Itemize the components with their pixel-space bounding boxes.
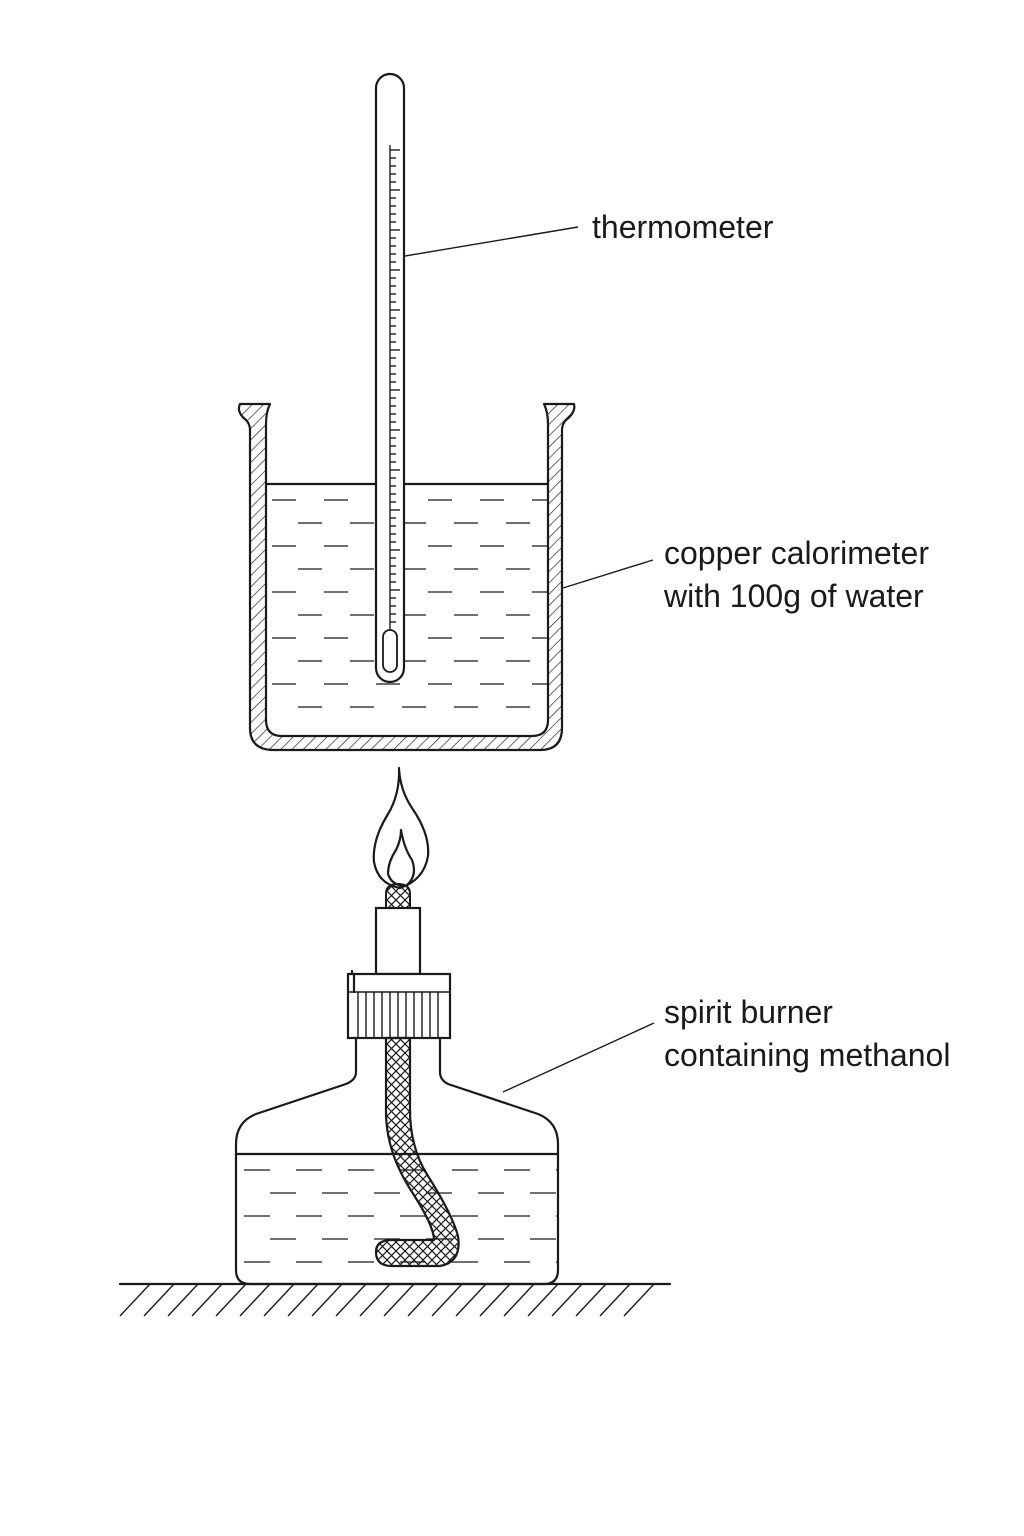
bench-hatch — [143, 1283, 175, 1317]
spirit-burner — [234, 882, 560, 1286]
bench-hatch — [263, 1283, 295, 1317]
bench-hatch — [551, 1283, 583, 1317]
calorimeter-label-line1: copper calorimeter — [664, 535, 929, 571]
bench-hatch — [599, 1283, 631, 1317]
bench-surface — [118, 1282, 672, 1317]
bench-hatch — [503, 1283, 535, 1317]
thermometer-label: thermometer — [592, 209, 774, 245]
burner-leader-line — [502, 1022, 655, 1093]
bench-hatch — [527, 1283, 559, 1317]
flame — [372, 766, 430, 890]
bench-hatch — [215, 1283, 247, 1317]
bench-hatch — [575, 1283, 607, 1317]
bench-hatch — [383, 1283, 415, 1317]
bench-hatch — [167, 1283, 199, 1317]
bench-hatch — [191, 1283, 223, 1317]
wick-top — [385, 882, 411, 909]
bench-hatch — [287, 1283, 319, 1317]
outer-flame — [372, 766, 430, 890]
wick-rope — [374, 1036, 460, 1268]
bench-hatch — [335, 1283, 367, 1317]
copper-calorimeter — [237, 402, 576, 752]
bench-hatch — [119, 1283, 151, 1317]
bench-hatch — [407, 1283, 439, 1317]
thermometer — [374, 72, 406, 684]
thermometer-bulb — [382, 629, 398, 673]
wick-holder — [374, 906, 422, 976]
burner-label-line1: spirit burner — [664, 994, 833, 1030]
bench-hatch — [311, 1283, 343, 1317]
bench-hatch — [359, 1283, 391, 1317]
thermometer-scale — [390, 149, 400, 623]
bench-hatch — [455, 1283, 487, 1317]
calorimeter-label-line2: with 100g of water — [663, 578, 924, 614]
bench-hatch — [479, 1283, 511, 1317]
calorimeter-wall — [237, 402, 576, 752]
cap-ridges — [348, 991, 450, 1038]
bench-hatch — [431, 1283, 463, 1317]
burner-cap — [346, 972, 452, 1040]
bench-hatch — [623, 1283, 655, 1317]
burner-label-line2: containing methanol — [664, 1037, 950, 1073]
inner-flame — [386, 828, 416, 888]
thermometer-leader-line — [404, 226, 579, 257]
water-dashes — [272, 499, 548, 708]
bench-hatch — [239, 1283, 271, 1317]
calorimeter-leader-line — [562, 559, 654, 589]
